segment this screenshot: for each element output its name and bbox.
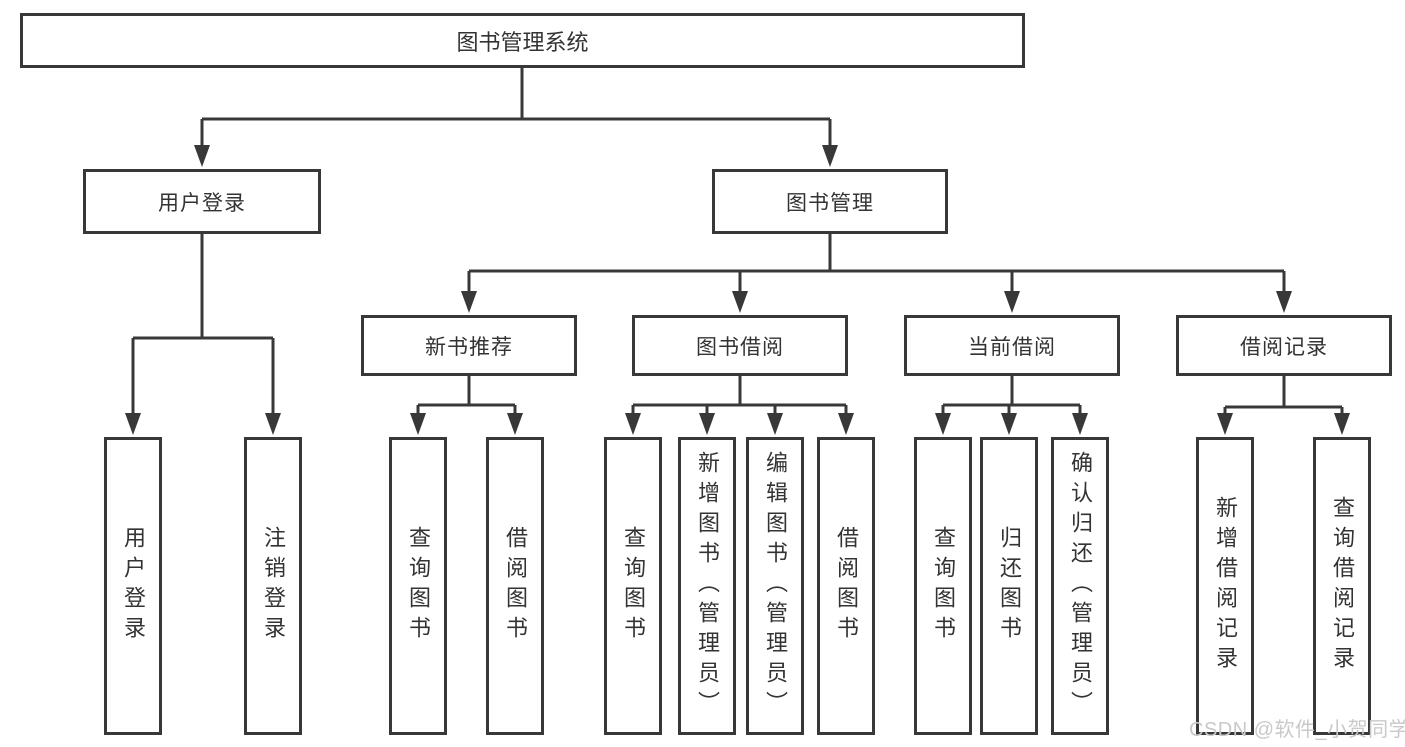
arrowhead: [265, 413, 281, 435]
node-library-management-system: 图书管理系统: [20, 13, 1025, 68]
leaf-return-book: 归还图书: [980, 437, 1038, 735]
node-book-borrow: 图书借阅: [632, 315, 848, 376]
arrowhead: [125, 413, 141, 435]
arrowhead: [1217, 413, 1233, 435]
arrowhead: [507, 413, 523, 435]
leaf-user-login: 用户登录: [104, 437, 162, 735]
leaf-label: 借阅图书: [834, 526, 859, 646]
leaf-label: 借阅图书: [503, 526, 528, 646]
leaf-label: 注销登录: [261, 526, 286, 646]
node-borrow-records: 借阅记录: [1176, 315, 1392, 376]
leaf-label: 查询借阅记录: [1330, 496, 1355, 676]
arrowhead: [1004, 291, 1020, 313]
leaf-query-borrow-record: 查询借阅记录: [1313, 437, 1371, 735]
csdn-watermark: CSDN @软件_小贺同学: [1189, 719, 1405, 741]
leaf-query-book-recommend: 查询图书: [389, 437, 447, 735]
connector-new-book-children: [416, 376, 517, 416]
arrowhead: [732, 291, 748, 313]
node-current-borrow: 当前借阅: [904, 315, 1120, 376]
connector-current-borrow-children: [941, 376, 1082, 416]
leaf-label: 确认归还（管理员）: [1068, 451, 1093, 721]
arrowhead: [1334, 413, 1350, 435]
arrowhead: [461, 291, 477, 313]
leaf-borrow-book: 借阅图书: [817, 437, 875, 735]
leaf-label: 查询图书: [406, 526, 431, 646]
arrowhead: [1001, 413, 1017, 435]
arrowhead: [194, 145, 210, 167]
leaf-label: 编辑图书（管理员）: [763, 451, 788, 721]
leaf-label: 新增图书（管理员）: [695, 451, 720, 721]
leaf-confirm-return-admin: 确认归还（管理员）: [1051, 437, 1109, 735]
arrowhead: [625, 413, 641, 435]
connector-book-management-children: [467, 234, 1286, 294]
node-book-management: 图书管理: [712, 169, 948, 234]
leaf-label: 查询图书: [621, 526, 646, 646]
node-user-login: 用户登录: [83, 169, 321, 234]
leaf-label: 归还图书: [997, 526, 1022, 646]
leaf-logout: 注销登录: [244, 437, 302, 735]
leaf-add-borrow-record: 新增借阅记录: [1196, 437, 1254, 735]
arrowhead: [838, 413, 854, 435]
leaf-query-book-current: 查询图书: [914, 437, 972, 735]
arrowhead: [1072, 413, 1088, 435]
connector-borrow-records-children: [1223, 376, 1344, 416]
arrowhead: [822, 145, 838, 167]
arrowhead: [1276, 291, 1292, 313]
arrowhead: [935, 413, 951, 435]
leaf-borrow-book-recommend: 借阅图书: [486, 437, 544, 735]
connector-root-to-level2: [200, 68, 832, 147]
connector-user-login-children: [131, 234, 275, 416]
leaf-label: 新增借阅记录: [1213, 496, 1238, 676]
leaf-add-book-admin: 新增图书（管理员）: [678, 437, 736, 735]
arrowhead: [699, 413, 715, 435]
arrowhead: [410, 413, 426, 435]
node-new-book-recommend: 新书推荐: [361, 315, 577, 376]
leaf-label: 用户登录: [121, 526, 146, 646]
connector-book-borrow-children: [631, 376, 848, 416]
leaf-query-book-borrow: 查询图书: [604, 437, 662, 735]
leaf-edit-book-admin: 编辑图书（管理员）: [746, 437, 804, 735]
leaf-label: 查询图书: [931, 526, 956, 646]
arrowhead: [767, 413, 783, 435]
